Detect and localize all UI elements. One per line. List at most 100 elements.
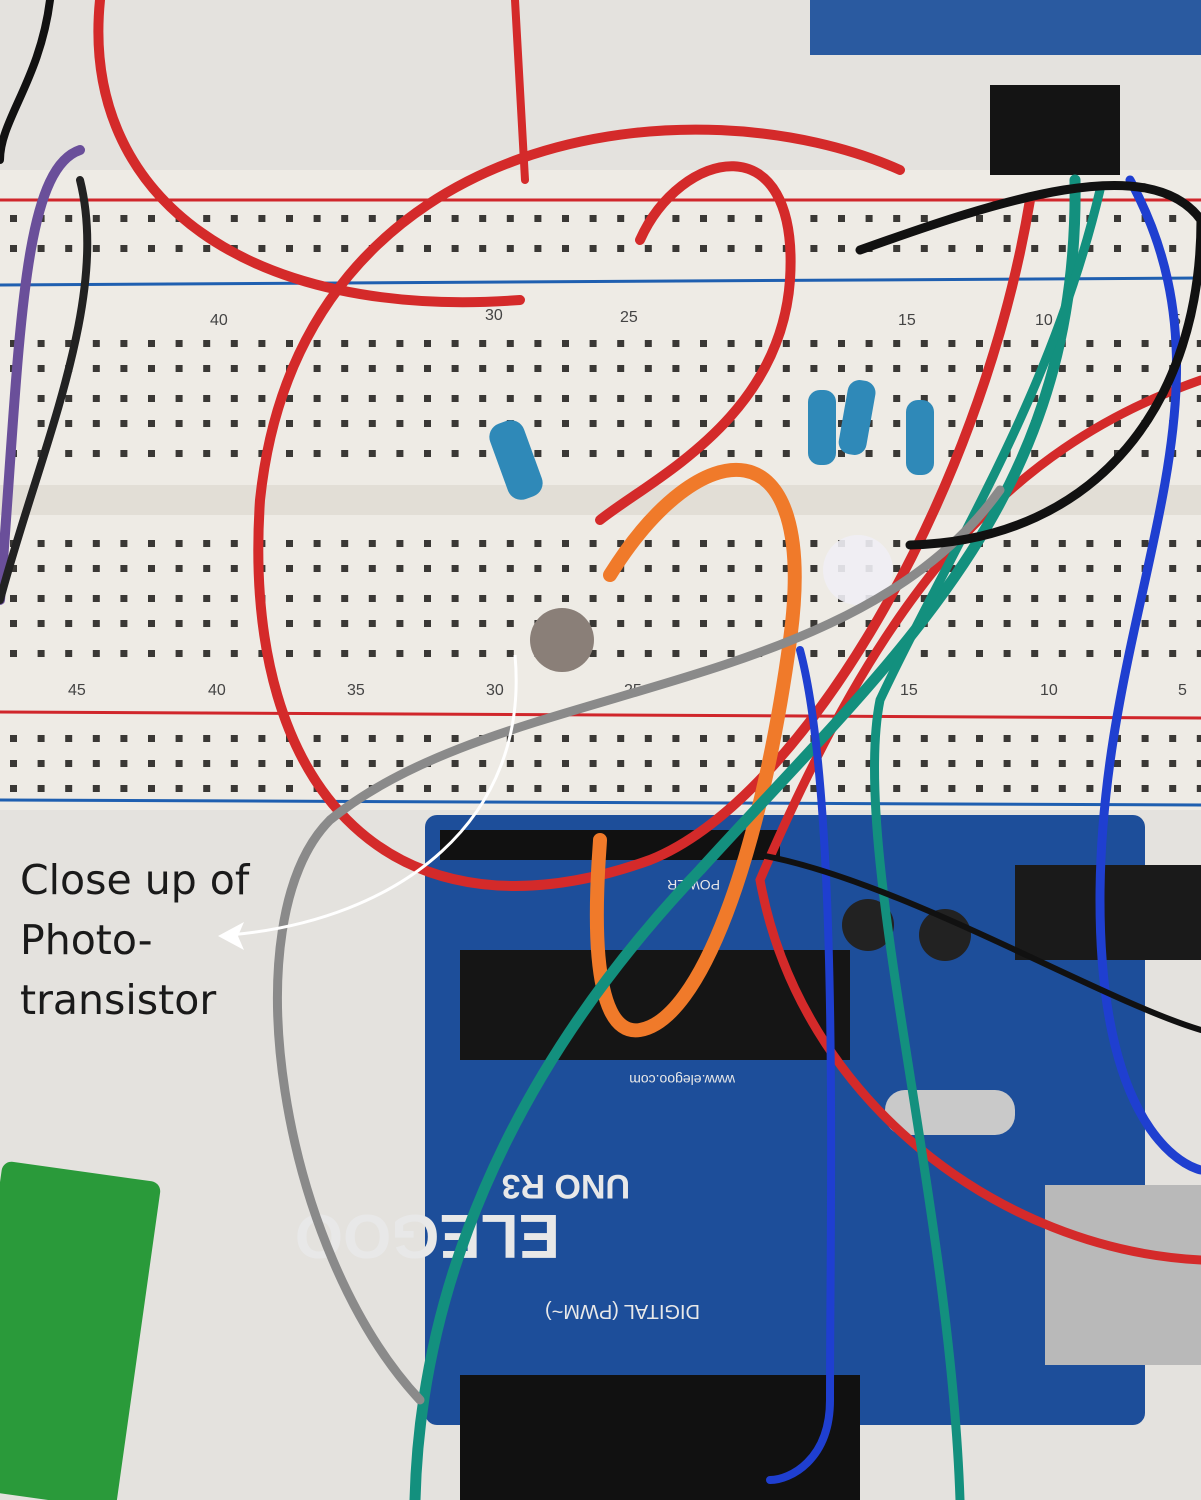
breadboard-hole bbox=[1141, 540, 1149, 547]
breadboard-hole bbox=[424, 565, 431, 572]
breadboard-hole bbox=[341, 650, 349, 657]
breadboard-hole bbox=[644, 760, 652, 767]
breadboard-hole bbox=[727, 785, 735, 792]
breadboard-hole bbox=[341, 620, 349, 627]
breadboard-hole bbox=[976, 565, 983, 572]
breadboard-hole bbox=[396, 365, 404, 372]
breadboard-hole bbox=[1086, 595, 1094, 602]
breadboard-hole bbox=[1114, 420, 1121, 427]
breadboard-hole bbox=[1196, 595, 1201, 602]
breadboard-hole bbox=[479, 215, 487, 222]
breadboard-hole bbox=[286, 450, 293, 457]
breadboard-hole bbox=[286, 760, 293, 767]
breadboard-hole bbox=[286, 245, 293, 252]
breadboard-hole bbox=[120, 365, 128, 372]
breadboard-hole bbox=[37, 245, 45, 252]
breadboard-hole bbox=[313, 340, 321, 347]
breadboard-hole bbox=[810, 650, 818, 657]
breadboard-hole bbox=[230, 540, 238, 547]
breadboard-hole bbox=[727, 340, 735, 347]
breadboard-hole bbox=[948, 365, 956, 372]
breadboard-hole bbox=[120, 595, 128, 602]
breadboard-hole bbox=[1086, 760, 1094, 767]
breadboard-hole bbox=[672, 215, 680, 222]
breadboard-hole bbox=[506, 395, 514, 402]
breadboard-hole bbox=[451, 215, 459, 222]
breadboard-hole bbox=[10, 620, 17, 627]
breadboard-hole bbox=[589, 540, 597, 547]
breadboard-hole bbox=[1058, 215, 1066, 222]
breadboard-hole bbox=[948, 245, 956, 252]
breadboard-hole bbox=[562, 395, 569, 402]
breadboard-hole bbox=[920, 650, 928, 657]
breadboard-hole bbox=[672, 395, 680, 402]
breadboard-hole bbox=[203, 245, 211, 252]
breadboard-hole bbox=[230, 735, 238, 742]
breadboard-hole bbox=[258, 245, 266, 252]
breadboard-hole bbox=[175, 735, 183, 742]
breadboard-hole bbox=[506, 595, 514, 602]
breadboard-hole bbox=[37, 395, 45, 402]
breadboard-hole bbox=[672, 650, 680, 657]
breadboard-hole bbox=[1031, 620, 1039, 627]
breadboard-hole bbox=[782, 340, 790, 347]
breadboard-hole bbox=[1003, 420, 1011, 427]
breadboard-hole bbox=[258, 340, 266, 347]
breadboard-hole bbox=[368, 620, 376, 627]
breadboard-hole bbox=[148, 785, 155, 792]
breadboard-hole bbox=[865, 620, 873, 627]
breadboard-hole bbox=[479, 595, 487, 602]
breadboard-hole bbox=[948, 420, 956, 427]
breadboard-hole bbox=[286, 620, 293, 627]
breadboard-hole bbox=[424, 595, 431, 602]
breadboard-hole bbox=[313, 395, 321, 402]
breadboard-hole bbox=[120, 785, 128, 792]
breadboard-hole bbox=[1196, 760, 1201, 767]
breadboard-hole bbox=[534, 785, 542, 792]
breadboard-hole bbox=[920, 340, 928, 347]
breadboard-hole bbox=[534, 340, 542, 347]
breadboard-hole bbox=[175, 365, 183, 372]
breadboard-hole bbox=[589, 565, 597, 572]
breadboard-hole bbox=[755, 450, 763, 457]
breadboard-hole bbox=[893, 565, 901, 572]
breadboard-hole bbox=[672, 540, 680, 547]
breadboard-hole bbox=[976, 650, 983, 657]
breadboard-hole bbox=[1031, 595, 1039, 602]
breadboard-hole bbox=[700, 620, 707, 627]
breadboard-hole bbox=[368, 340, 376, 347]
breadboard-hole bbox=[948, 595, 956, 602]
breadboard-hole bbox=[755, 420, 763, 427]
breadboard-hole bbox=[1086, 340, 1094, 347]
breadboard-hole bbox=[1086, 365, 1094, 372]
breadboard-hole bbox=[727, 395, 735, 402]
breadboard-hole bbox=[1031, 340, 1039, 347]
breadboard-hole bbox=[810, 620, 818, 627]
breadboard-hole bbox=[451, 565, 459, 572]
breadboard-hole bbox=[644, 340, 652, 347]
breadboard-hole bbox=[286, 215, 293, 222]
breadboard-hole bbox=[782, 365, 790, 372]
breadboard-hole bbox=[341, 245, 349, 252]
breadboard-hole bbox=[562, 450, 569, 457]
breadboard-hole bbox=[755, 760, 763, 767]
breadboard-hole bbox=[1003, 595, 1011, 602]
breadboard-hole bbox=[672, 565, 680, 572]
breadboard-hole bbox=[148, 620, 155, 627]
breadboard-hole bbox=[286, 540, 293, 547]
breadboard-hole bbox=[479, 620, 487, 627]
breadboard-hole bbox=[451, 650, 459, 657]
bottom-number: 35 bbox=[347, 682, 365, 699]
breadboard-hole bbox=[230, 760, 238, 767]
breadboard-hole bbox=[65, 565, 73, 572]
breadboard-hole bbox=[948, 340, 956, 347]
breadboard-hole bbox=[1058, 650, 1066, 657]
breadboard-hole bbox=[424, 365, 431, 372]
breadboard-hole bbox=[1031, 650, 1039, 657]
breadboard-hole bbox=[782, 420, 790, 427]
breadboard-hole bbox=[672, 245, 680, 252]
breadboard-hole bbox=[341, 785, 349, 792]
breadboard-hole bbox=[368, 595, 376, 602]
breadboard-hole bbox=[893, 785, 901, 792]
